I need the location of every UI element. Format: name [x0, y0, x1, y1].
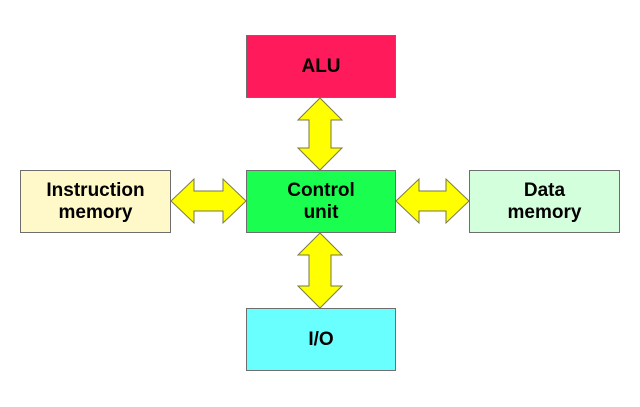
io-box: I/O	[246, 308, 396, 371]
alu-control-arrow	[296, 97, 344, 171]
control-io-arrow	[296, 232, 344, 309]
data-memory-label: Data memory	[507, 179, 582, 223]
io-label: I/O	[308, 328, 334, 350]
control-unit-label: Control unit	[287, 179, 355, 223]
instruction-memory-label: Instruction memory	[46, 179, 145, 223]
control-data-arrow	[395, 177, 470, 225]
alu-box: ALU	[246, 35, 396, 98]
instruction-memory-box: Instruction memory	[20, 170, 171, 233]
control-unit-box: Control unit	[246, 170, 396, 233]
data-memory-box: Data memory	[469, 170, 620, 233]
instruction-control-arrow	[170, 177, 247, 225]
alu-label: ALU	[301, 55, 341, 77]
